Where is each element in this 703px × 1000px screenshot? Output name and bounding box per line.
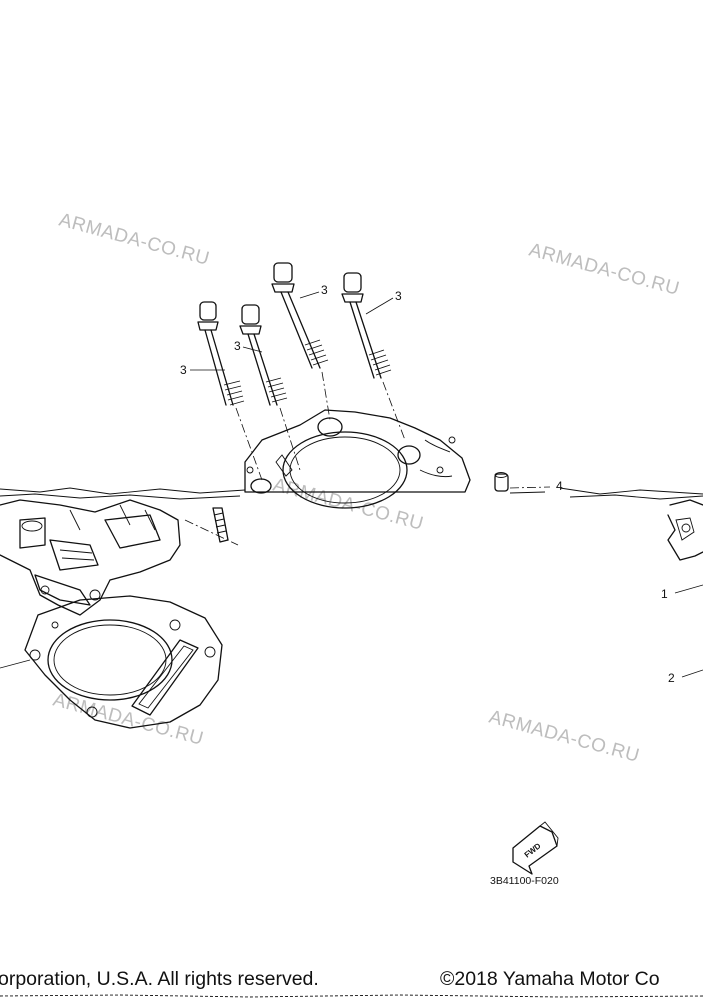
cylinder-body (0, 499, 239, 616)
scan-artifact-band (0, 487, 703, 500)
cylinder-bolt (271, 262, 331, 421)
callout-4: 4 (556, 479, 563, 493)
head-gasket-upper (244, 409, 471, 509)
copyright-right: ©2018 Yamaha Motor Co (440, 968, 660, 990)
callout-3: 3 (234, 339, 241, 353)
callout-1: 1 (661, 587, 668, 601)
watermark: ARMADA-CO.RU (487, 707, 642, 767)
bolt-callouts: 3 3 3 3 (180, 283, 402, 377)
callout-3: 3 (180, 363, 187, 377)
fwd-label: FWD (523, 841, 543, 859)
watermark: ARMADA-CO.RU (527, 240, 682, 300)
cylinder-bolt (197, 301, 263, 481)
callout-3: 3 (321, 283, 328, 297)
callout-2: 2 (668, 671, 675, 685)
callout-3: 3 (395, 289, 402, 303)
cylinder-bolt (341, 272, 406, 441)
dowel-pin (494, 472, 551, 492)
watermark: ARMADA-CO.RU (57, 210, 212, 270)
right-edge-parts (667, 499, 703, 678)
footer: orporation, U.S.A. All rights reserved. … (0, 968, 703, 998)
copyright-left: orporation, U.S.A. All rights reserved. (0, 968, 319, 990)
diagram-code: 3B41100-F020 (490, 875, 559, 887)
cylinder-bolt (239, 304, 301, 471)
fwd-arrow-icon: FWD (512, 821, 559, 875)
watermarks: ARMADA-CO.RU ARMADA-CO.RU ARMADA-CO.RU A… (51, 210, 682, 767)
cylinder-base-gasket (0, 595, 223, 729)
cylinder-bolt-group (197, 262, 406, 481)
